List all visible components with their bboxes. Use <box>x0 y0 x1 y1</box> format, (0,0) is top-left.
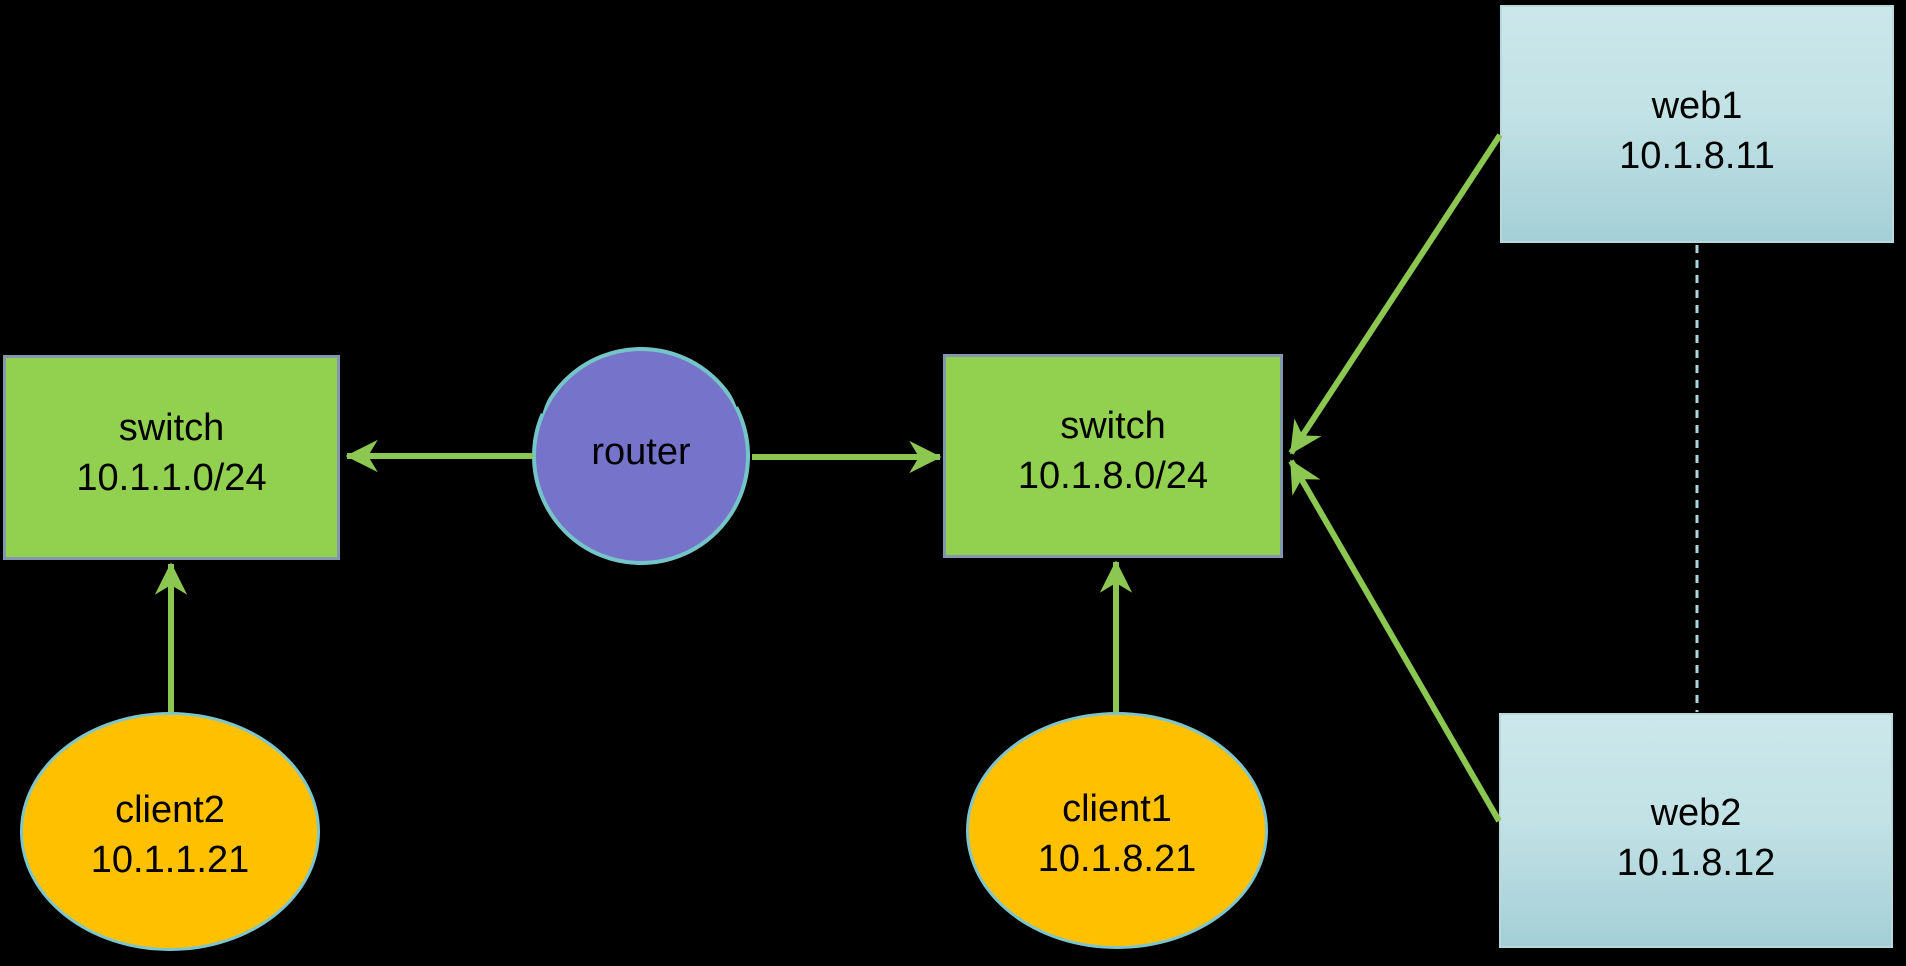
client2-node: client2 10.1.1.21 <box>20 712 320 951</box>
edge-web2-switch2 <box>1288 459 1502 823</box>
router-node: router <box>532 347 750 565</box>
edge-web1-switch2 <box>1288 133 1503 455</box>
web2-node: web2 10.1.8.12 <box>1499 713 1893 948</box>
web2-label: web2 <box>1650 791 1742 834</box>
web1-node: web1 10.1.8.11 <box>1500 5 1894 243</box>
switch1-label-block: switch 10.1.1.0/24 <box>76 403 266 503</box>
web1-label: web1 <box>1651 85 1743 127</box>
router-label: router <box>591 431 691 473</box>
web2-ip: 10.1.8.12 <box>1616 841 1776 884</box>
switch1-node: switch 10.1.1.0/24 <box>3 355 340 560</box>
web1-ip: 10.1.8.11 <box>1619 135 1775 177</box>
switch1-ip: 10.1.1.0/24 <box>76 456 267 499</box>
client2-label-block: client2 10.1.1.21 <box>91 785 249 885</box>
switch2-node: switch 10.1.8.0/24 <box>943 354 1283 558</box>
client2-label: client2 <box>115 788 225 831</box>
web1-label-block: web1 10.1.8.11 <box>1619 81 1775 181</box>
switch1-label: switch <box>118 406 225 449</box>
client2-ip: 10.1.1.21 <box>90 838 250 881</box>
client1-label-block: client1 10.1.8.21 <box>1038 784 1196 884</box>
client1-node: client1 10.1.8.21 <box>966 712 1268 949</box>
router-label-block: router <box>591 427 690 477</box>
switch2-label: switch <box>1060 405 1166 447</box>
web2-label-block: web2 10.1.8.12 <box>1617 788 1775 888</box>
switch2-ip: 10.1.8.0/24 <box>1017 455 1209 497</box>
switch2-label-block: switch 10.1.8.0/24 <box>1018 401 1208 501</box>
client1-label: client1 <box>1062 787 1172 830</box>
client1-ip: 10.1.8.21 <box>1037 837 1197 880</box>
